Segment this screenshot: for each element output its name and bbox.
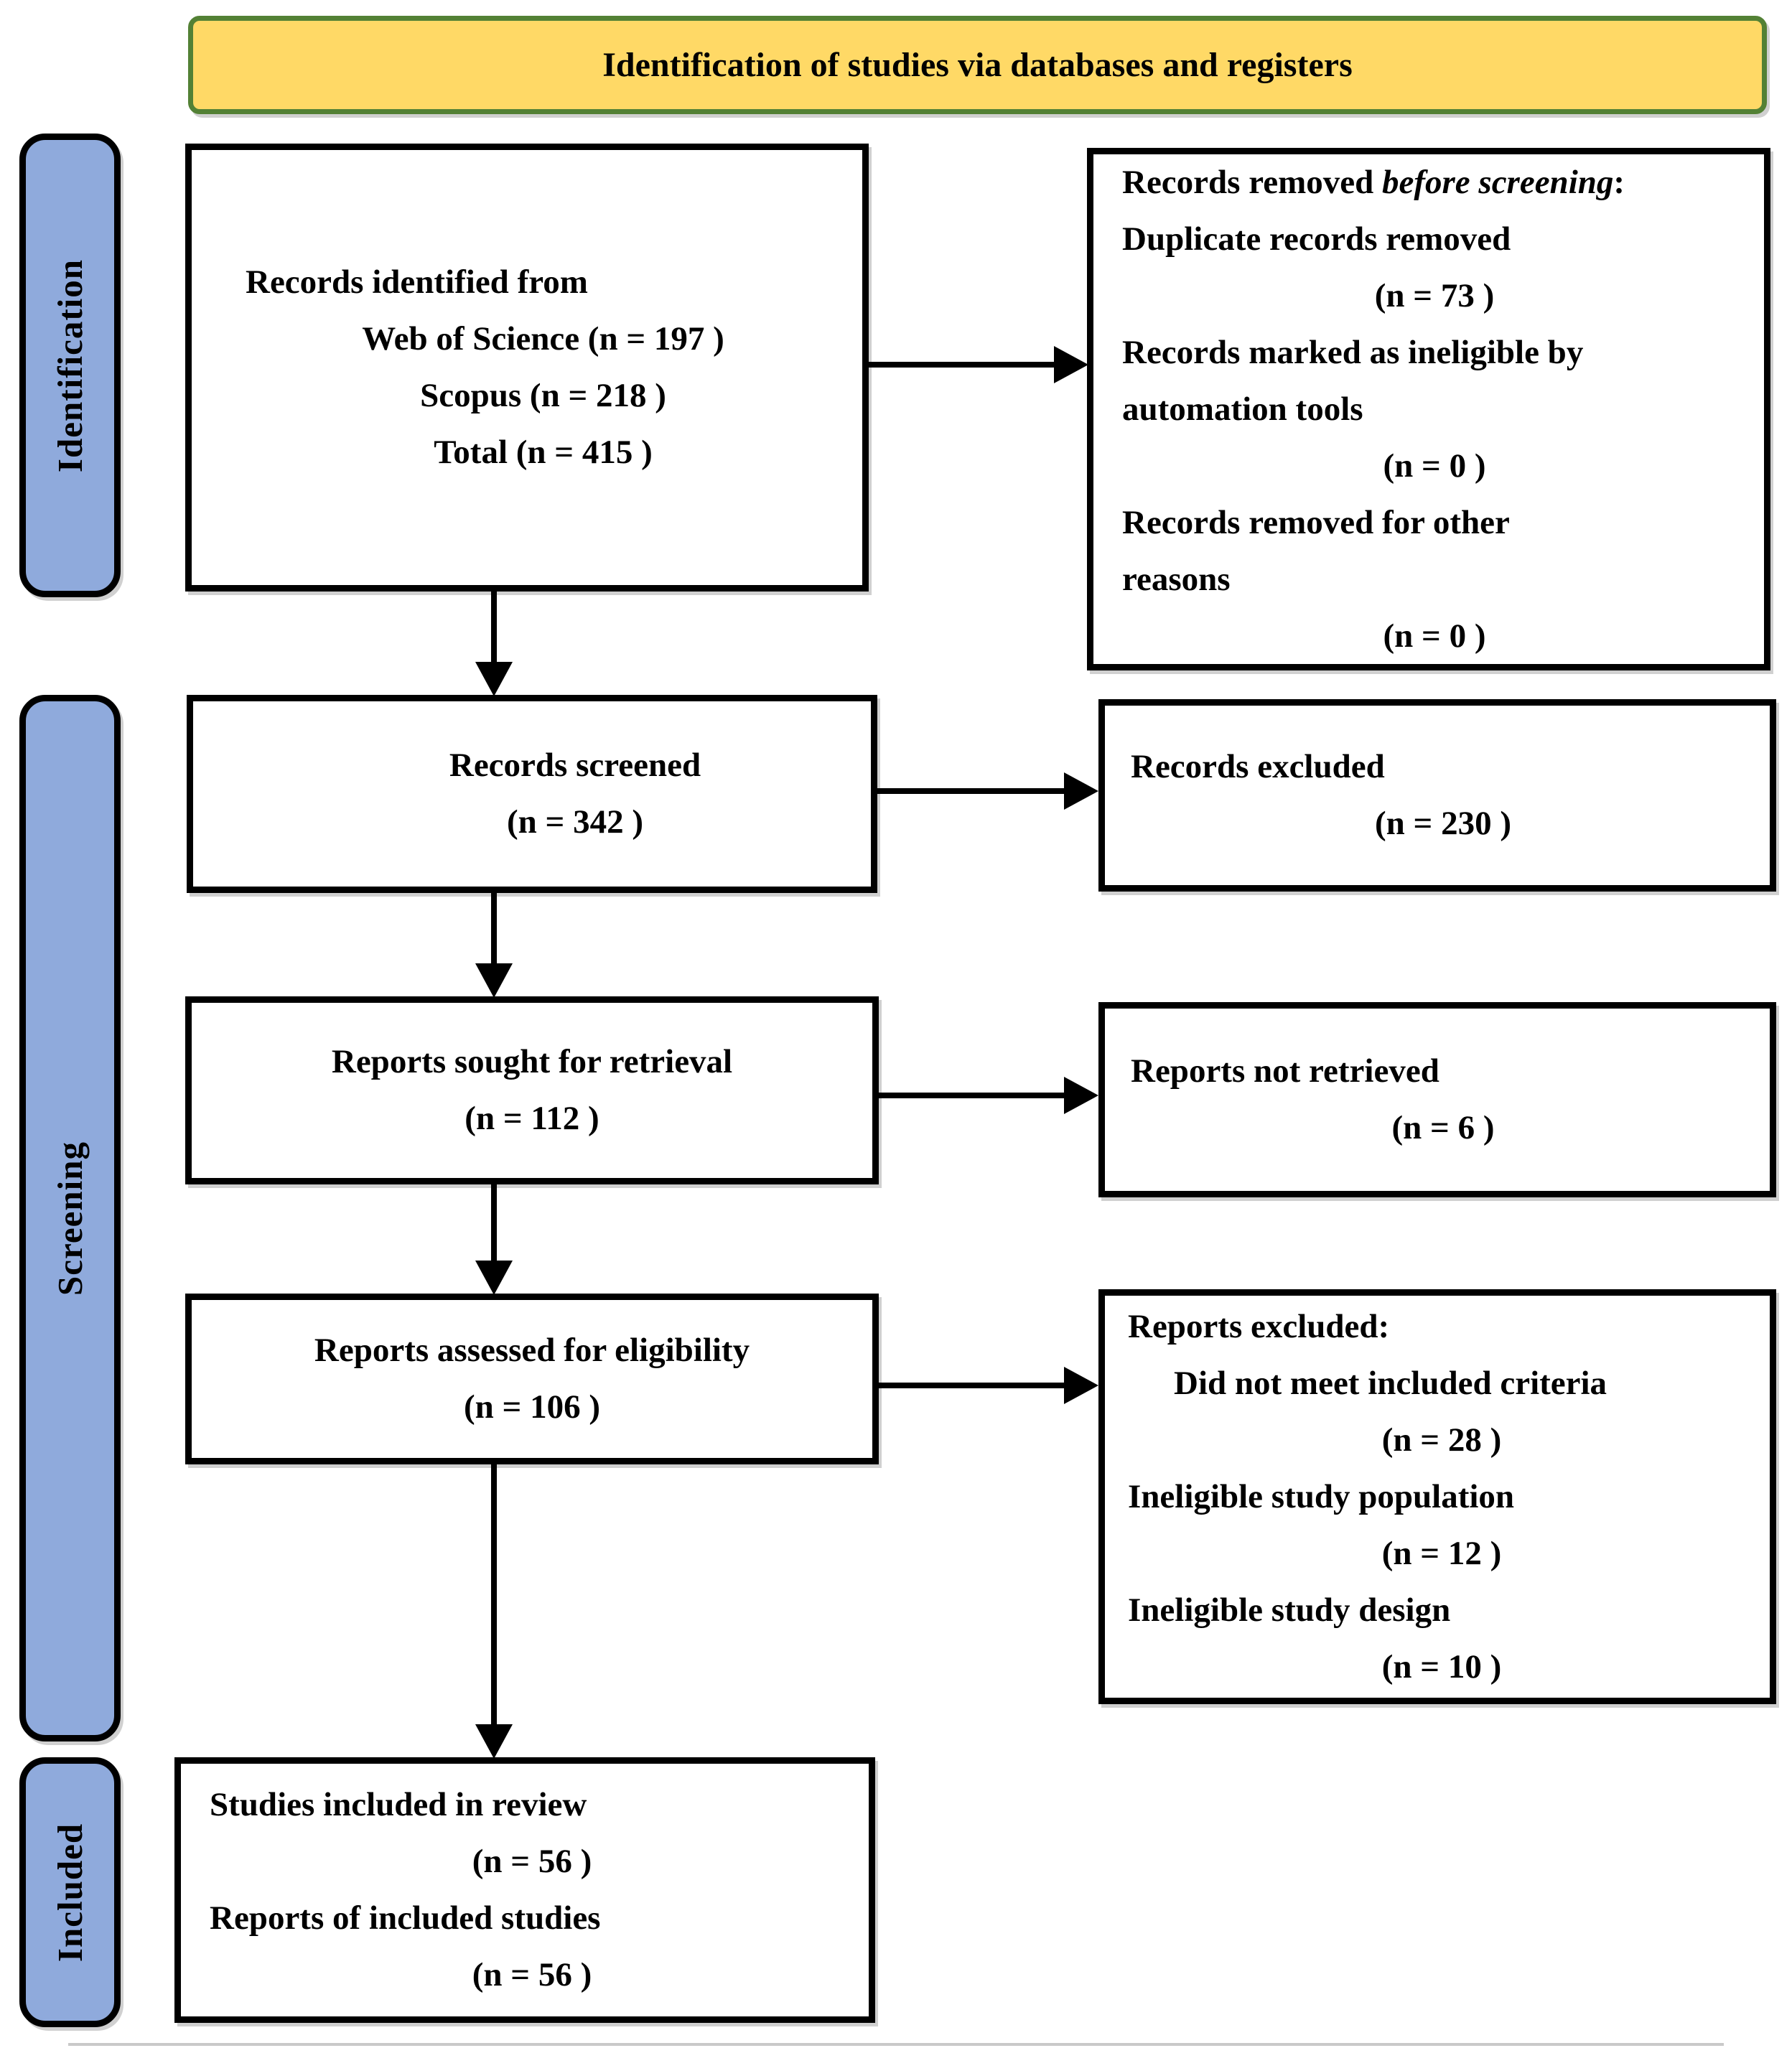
duplicates-removed-count: (n = 73 ) — [1374, 276, 1495, 314]
arrow-assessed-to-included-line — [491, 1464, 497, 1726]
box-reports-not-retrieved: Reports not retrieved (n = 6 ) — [1098, 1002, 1776, 1197]
arrow-screened-to-excluded-line — [874, 788, 1067, 794]
reports-included-label: Reports of included studies — [210, 1899, 601, 1937]
arrow-sought-to-assessed-head — [475, 1261, 513, 1295]
arrow-identified-to-removed-line — [866, 362, 1057, 368]
reports-excluded-title: Reports excluded: — [1128, 1307, 1390, 1345]
records-screened-label: Records screened — [449, 747, 701, 784]
stage-label-included: Included — [19, 1757, 121, 2027]
records-identified-wos: Web of Science (n = 197 ) — [362, 320, 724, 357]
reports-included-count: (n = 56 ) — [472, 1956, 592, 1993]
records-identified-title: Records identified from — [246, 263, 588, 301]
arrow-identified-to-removed-head — [1054, 346, 1088, 383]
stage-label-included-text: Included — [50, 1823, 90, 1962]
automation-ineligible-count: (n = 0 ) — [1383, 446, 1486, 485]
box-studies-included: Studies included in review (n = 56 ) Rep… — [174, 1757, 875, 2023]
records-excluded-count: (n = 230 ) — [1375, 805, 1511, 842]
excluded-reason-design: Ineligible study design — [1128, 1591, 1451, 1629]
box-reports-excluded: Reports excluded: Did not meet included … — [1098, 1289, 1776, 1704]
stage-label-identification: Identification — [19, 134, 121, 597]
excluded-reason-criteria-count: (n = 28 ) — [1381, 1421, 1502, 1459]
stage-label-screening: Screening — [19, 695, 121, 1741]
box-reports-sought: Reports sought for retrieval (n = 112 ) — [185, 996, 879, 1184]
records-removed-title-em: before screening — [1381, 163, 1614, 201]
arrow-assessed-to-included-head — [475, 1724, 513, 1759]
box-records-removed: Records removed before screening: Duplic… — [1087, 148, 1770, 670]
records-removed-title: Records removed before screening: — [1122, 154, 1747, 211]
reports-not-retrieved-label: Reports not retrieved — [1131, 1052, 1439, 1090]
arrow-assessed-to-reports-excluded-line — [876, 1383, 1065, 1388]
header-banner: Identification of studies via databases … — [188, 16, 1767, 114]
arrow-sought-to-not-retrieved-head — [1064, 1077, 1098, 1114]
reports-sought-label: Reports sought for retrieval — [331, 1043, 733, 1080]
automation-ineligible-label-line1: Records marked as ineligible by — [1122, 333, 1584, 371]
excluded-reason-population: Ineligible study population — [1128, 1477, 1515, 1515]
records-excluded-label: Records excluded — [1131, 748, 1385, 785]
records-removed-title-post: : — [1613, 163, 1625, 201]
studies-included-count: (n = 56 ) — [472, 1843, 592, 1880]
other-reasons-count: (n = 0 ) — [1383, 617, 1486, 655]
excluded-reason-population-count: (n = 12 ) — [1381, 1534, 1502, 1572]
excluded-reason-design-count: (n = 10 ) — [1381, 1647, 1502, 1685]
arrow-identified-to-screened-line — [491, 589, 497, 663]
stage-label-screening-text: Screening — [50, 1141, 90, 1296]
other-reasons-label-line2: reasons — [1122, 560, 1231, 598]
box-records-identified: Records identified from Web of Science (… — [185, 144, 869, 592]
records-identified-total: Total (n = 415 ) — [434, 434, 653, 471]
box-records-excluded: Records excluded (n = 230 ) — [1098, 699, 1776, 892]
bottom-rule — [68, 2043, 1724, 2046]
arrow-screened-to-sought-head — [475, 963, 513, 998]
arrow-screened-to-excluded-head — [1064, 772, 1098, 810]
reports-assessed-count: (n = 106 ) — [464, 1388, 600, 1426]
records-removed-title-pre: Records removed — [1122, 163, 1382, 201]
excluded-reason-criteria: Did not meet included criteria — [1174, 1364, 1607, 1402]
records-identified-scopus: Scopus (n = 218 ) — [420, 377, 666, 414]
arrow-identified-to-screened-head — [475, 662, 513, 696]
studies-included-label: Studies included in review — [210, 1786, 587, 1823]
arrow-sought-to-assessed-line — [491, 1184, 497, 1262]
records-screened-count: (n = 342 ) — [507, 803, 643, 841]
stage-label-identification-text: Identification — [50, 258, 90, 472]
arrow-sought-to-not-retrieved-line — [876, 1093, 1065, 1098]
box-reports-assessed: Reports assessed for eligibility (n = 10… — [185, 1294, 879, 1464]
arrow-assessed-to-reports-excluded-head — [1064, 1367, 1098, 1404]
arrow-screened-to-sought-line — [491, 893, 497, 965]
reports-not-retrieved-count: (n = 6 ) — [1391, 1109, 1495, 1146]
other-reasons-label-line1: Records removed for other — [1122, 503, 1510, 541]
header-title: Identification of studies via databases … — [602, 46, 1353, 84]
reports-sought-count: (n = 112 ) — [465, 1100, 599, 1137]
duplicates-removed-label: Duplicate records removed — [1122, 220, 1511, 258]
box-records-screened: Records screened (n = 342 ) — [187, 695, 877, 893]
reports-assessed-label: Reports assessed for eligibility — [314, 1332, 750, 1369]
automation-ineligible-label-line2: automation tools — [1122, 390, 1363, 428]
